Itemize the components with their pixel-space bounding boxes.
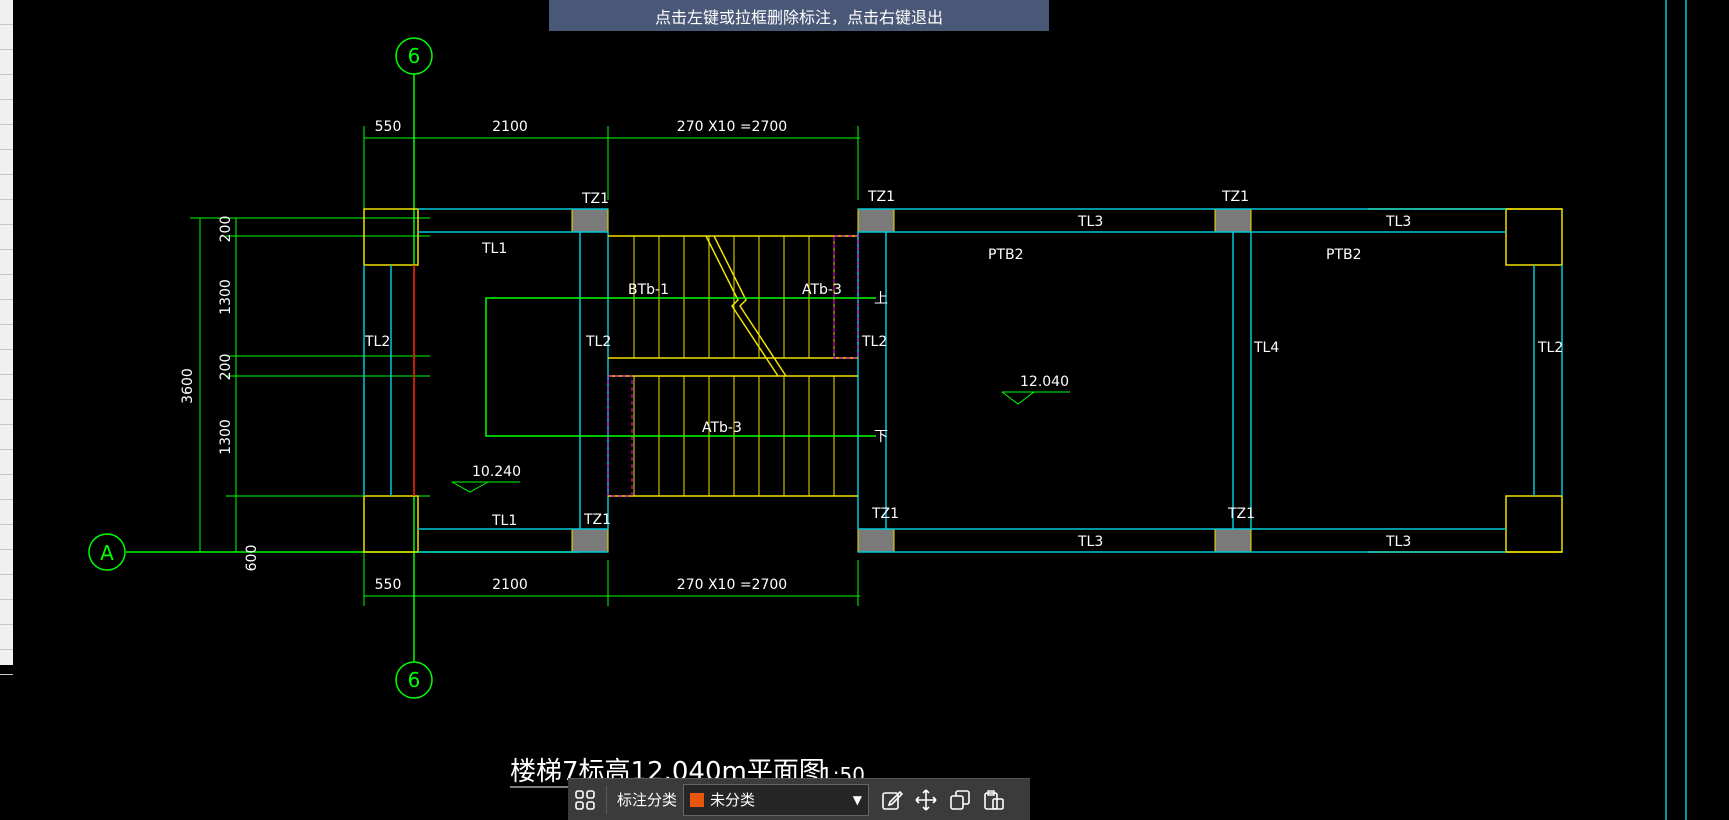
axis-bubble-6-top xyxy=(395,37,433,75)
label-tl2-3: TL2 xyxy=(861,334,887,350)
dim-left-3600: 3600 xyxy=(180,368,196,404)
label-tz1-6: TZ1 xyxy=(1227,506,1255,522)
annotation-toolbar: 标注分类 未分类 ▼ xyxy=(568,778,1030,820)
label-ptb2-1: PTB2 xyxy=(988,247,1024,263)
label-btb1: BTb-1 xyxy=(628,282,669,298)
status-banner: 点击左键或拉框删除标注，点击右键退出 xyxy=(549,0,1049,31)
copy-icon[interactable] xyxy=(943,783,977,817)
label-tz1-1: TZ1 xyxy=(581,191,609,207)
toolbar-divider xyxy=(606,785,607,814)
axis-label-6-bottom: 6 xyxy=(408,668,421,692)
label-tl1-top: TL1 xyxy=(481,241,507,257)
axis-bubble-A xyxy=(88,533,126,571)
label-atb3-lower: ATb-3 xyxy=(702,420,742,436)
category-color-swatch xyxy=(690,792,705,807)
label-tl3-2: TL3 xyxy=(1385,214,1411,230)
label-tl3-3: TL3 xyxy=(1077,534,1103,550)
label-tl1-bottom: TL1 xyxy=(491,513,517,529)
label-tz1-5: TZ1 xyxy=(1221,189,1249,205)
label-tz1-4: TZ1 xyxy=(871,506,899,522)
level-12040: 12.040 xyxy=(1020,374,1069,390)
edit-icon[interactable] xyxy=(875,783,909,817)
dim-left-1300a: 1300 xyxy=(218,279,234,315)
dim-bottom-550: 550 xyxy=(375,577,402,593)
label-tz1-2: TZ1 xyxy=(583,512,611,528)
dim-bottom-2100: 2100 xyxy=(492,577,528,593)
axis-bubble-6-bottom xyxy=(395,661,433,699)
label-up: 上 xyxy=(874,291,888,307)
dim-top-550: 550 xyxy=(375,119,402,135)
category-select[interactable]: 未分类 ▼ xyxy=(683,783,870,816)
axis-label-6-top: 6 xyxy=(408,44,421,68)
label-down: 下 xyxy=(874,429,888,445)
label-tl3-1: TL3 xyxy=(1077,214,1103,230)
dim-left-200b: 200 xyxy=(218,354,234,381)
label-tl4: TL4 xyxy=(1253,340,1279,356)
move-icon[interactable] xyxy=(909,783,943,817)
axis-label-A: A xyxy=(100,541,114,565)
category-label: 标注分类 xyxy=(617,791,678,809)
label-tl2-1: TL2 xyxy=(364,334,390,350)
label-atb3-upper: ATb-3 xyxy=(802,282,842,298)
label-tl2-2: TL2 xyxy=(585,334,611,350)
category-selected-value: 未分类 xyxy=(710,791,756,809)
dim-top-2700: 270 X10 =2700 xyxy=(677,119,787,135)
left-panel-strip xyxy=(0,0,13,675)
paste-icon[interactable] xyxy=(977,783,1011,817)
label-tl2-4: TL2 xyxy=(1537,340,1563,356)
dim-left-200a: 200 xyxy=(218,216,234,243)
label-tl3-4: TL3 xyxy=(1385,534,1411,550)
dim-left-600: 600 xyxy=(244,545,260,572)
dim-top-2100: 2100 xyxy=(492,119,528,135)
label-tz1-3: TZ1 xyxy=(867,189,895,205)
label-ptb2-2: PTB2 xyxy=(1326,247,1362,263)
grid-icon[interactable] xyxy=(568,783,602,817)
dim-bottom-2700: 270 X10 =2700 xyxy=(677,577,787,593)
level-10240: 10.240 xyxy=(472,464,521,480)
dim-left-1300b: 1300 xyxy=(218,419,234,455)
chevron-down-icon: ▼ xyxy=(852,792,863,807)
